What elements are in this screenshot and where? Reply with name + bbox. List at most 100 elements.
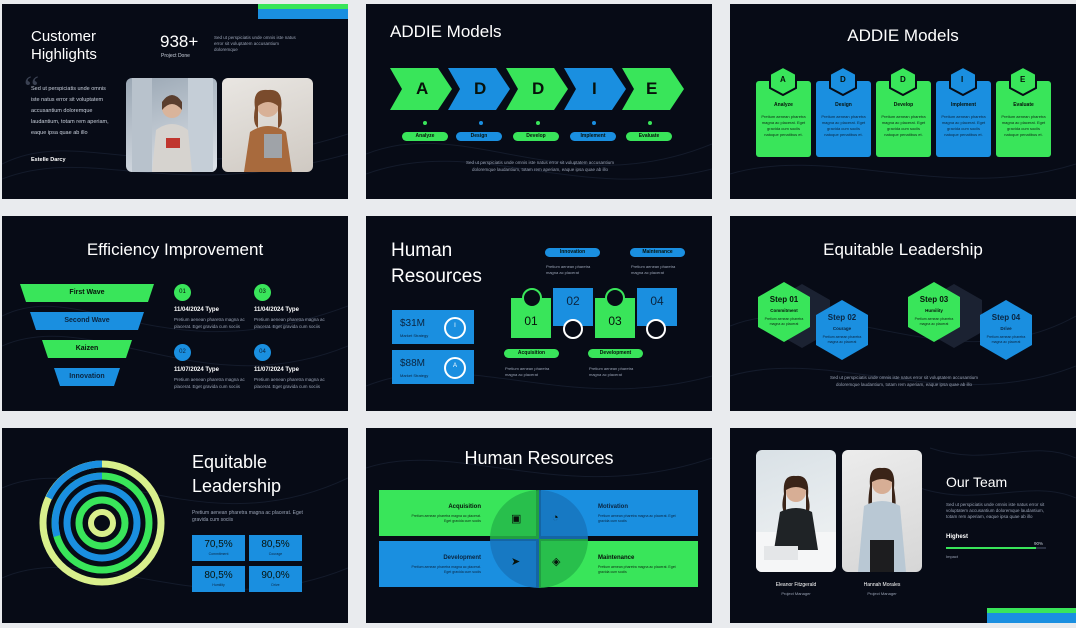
slide-title: Human Resources xyxy=(464,448,614,468)
connector-dot xyxy=(536,121,540,125)
label-maintenance: Maintenance xyxy=(630,248,685,257)
step-title: Step 04 xyxy=(991,313,1021,322)
arrow-letter-e: E xyxy=(646,79,658,98)
badge-letter-a: A xyxy=(780,75,786,84)
cell-title: Motivation xyxy=(598,504,628,510)
quote-text: Sed ut perspiciatis unde omnis iste natu… xyxy=(31,86,109,136)
slide-title: ADDIE Models xyxy=(847,26,959,45)
funnel-label-first-wave: First Wave xyxy=(69,289,105,296)
hexagon-steps xyxy=(758,282,1032,360)
label-innovation: Innovation xyxy=(545,248,600,257)
slide-efficiency[interactable]: Efficiency Improvement First Wave Second… xyxy=(2,216,348,411)
connector-dot xyxy=(592,121,596,125)
concentric-ring-chart xyxy=(39,460,165,586)
stat-letter: I xyxy=(454,323,456,329)
item-number: 03 xyxy=(259,289,266,295)
cell-title: Acquisition xyxy=(448,504,481,510)
stat-value: 90,0% xyxy=(261,570,290,581)
badge-letter-d2: D xyxy=(900,75,906,84)
stat-value: 80,5% xyxy=(204,570,233,581)
stat-letter-badge xyxy=(444,357,466,379)
hexagon-badges xyxy=(769,66,1037,96)
cell-body: Pretium aenean pharetra magna ac placera… xyxy=(411,514,481,523)
label-acquisition: Acquisition xyxy=(504,349,559,358)
slide-title: Our Team xyxy=(946,474,1008,490)
impact-label: Impact xyxy=(946,554,959,559)
item-date: 11/04/2024 Type xyxy=(174,307,219,313)
item-body: Pretium aenean pharetra magna ac placera… xyxy=(174,377,245,389)
step-sub: Commitment xyxy=(770,308,798,313)
stat-sub: Commitment xyxy=(208,552,229,556)
member-role: Project Manager xyxy=(781,591,811,596)
block-number: 02 xyxy=(566,294,580,308)
person-silhouette-icon xyxy=(858,467,906,572)
slide-customer-highlights[interactable]: Customer Highlights 938+ Project Done Se… xyxy=(2,4,348,199)
card-body-implement: Pretium aenean pharetra magna ac placera… xyxy=(941,114,986,137)
corner-accent-green xyxy=(987,608,1076,613)
stat-label: Project Done xyxy=(161,53,190,59)
step-body: Pretium aenean pharetra magna ac placera… xyxy=(914,317,954,326)
stat-letter: A xyxy=(452,363,457,369)
label-analyze: Analyze xyxy=(402,132,448,141)
briefcase-icon: ▣ xyxy=(511,513,522,525)
card-title-develop: Develop xyxy=(893,102,914,108)
label-body: Pretium aenean pharetra magna ac placera… xyxy=(631,264,676,275)
layers-icon: ◈ xyxy=(552,556,561,568)
send-icon: ➤ xyxy=(511,556,521,568)
card-body-develop: Pretium aenean pharetra magna ac placera… xyxy=(881,114,926,137)
stat-sub: Courage xyxy=(268,552,283,556)
slide-addie-arrows[interactable]: ADDIE Models A D D I E Analyze Design De… xyxy=(366,4,712,199)
briefcase-icon xyxy=(522,288,542,308)
title-line2: Resources xyxy=(391,266,482,287)
slide-title: ADDIE Models xyxy=(390,22,502,41)
photo-woman-suit xyxy=(126,78,217,172)
stat-sub: Drive xyxy=(271,583,280,587)
photo-hannah xyxy=(842,450,922,572)
slide-title: Efficiency Improvement xyxy=(86,240,264,259)
funnel-chart xyxy=(20,284,154,386)
badge-letter-d1: D xyxy=(840,75,846,84)
step-title: Step 01 xyxy=(769,295,799,304)
person-silhouette-icon xyxy=(244,89,292,172)
stat-box xyxy=(249,535,302,561)
item-body: Pretium aenean pharetra magna ac placera… xyxy=(254,377,325,389)
stat-box xyxy=(192,566,245,592)
block-number: 03 xyxy=(608,314,622,328)
slide-desc: Sed ut perspiciatis unde omnis iste natu… xyxy=(829,375,979,387)
stat-box xyxy=(192,535,245,561)
stat-sub: Market Strategy xyxy=(400,333,429,338)
slide-human-resources-grid[interactable]: Human Resources ▣ ◔ ➤ ◈ Acquisition Pret… xyxy=(366,428,712,623)
slide-equitable-hexagons[interactable]: Equitable Leadership Step 01 Commitment … xyxy=(730,216,1076,411)
layers-icon xyxy=(646,319,666,339)
item-number-badge xyxy=(254,344,271,361)
slide-desc: Sed ut perspiciatis unde omnis iste natu… xyxy=(465,160,615,172)
item-number-badge xyxy=(174,344,191,361)
item-body: Pretium aenean pharetra magna ac placera… xyxy=(254,317,325,329)
pie-chart-icon xyxy=(563,319,583,339)
card-title-design: Design xyxy=(835,102,852,108)
arrow-letter-d1: D xyxy=(474,79,487,98)
send-icon xyxy=(605,288,625,308)
slide-title: Equitable Leadership xyxy=(823,240,983,259)
stat-box xyxy=(249,566,302,592)
quote-author: Estelle Darcy xyxy=(31,157,66,163)
title-line1: Human xyxy=(391,240,453,261)
arrow-letter-d2: D xyxy=(532,79,545,98)
step-title: Step 02 xyxy=(827,313,857,322)
step-body: Pretium aenean pharetra magna ac placera… xyxy=(764,317,804,326)
slide-human-resources-blocks[interactable]: Human Resources $31M Market Strategy I $… xyxy=(366,216,712,411)
slide-addie-cards[interactable]: ADDIE Models A D D I E Analyze Design De… xyxy=(730,4,1076,199)
progress-track xyxy=(946,547,1046,549)
label-body: Pretium aenean pharetra magna ac placera… xyxy=(546,264,591,275)
step-body: Pretium aenean pharetra magna ac placera… xyxy=(822,335,862,344)
stat-sub: Humility xyxy=(212,583,225,587)
item-number-badge xyxy=(174,284,191,301)
stat-value: $88M xyxy=(400,358,426,369)
step-sub: Drive xyxy=(1000,326,1012,331)
slide-equitable-rings[interactable]: Equitable Leadership Pretium aenean phar… xyxy=(2,428,348,623)
pie-chart-icon: ◔ xyxy=(552,512,559,524)
card-title-evaluate: Evaluate xyxy=(1013,102,1034,108)
arrow-letter-a: A xyxy=(416,79,429,98)
photo-woman-glasses xyxy=(222,78,313,172)
slide-our-team[interactable]: Eleanor Fitzgerald Project Manager Hanna… xyxy=(730,428,1076,623)
